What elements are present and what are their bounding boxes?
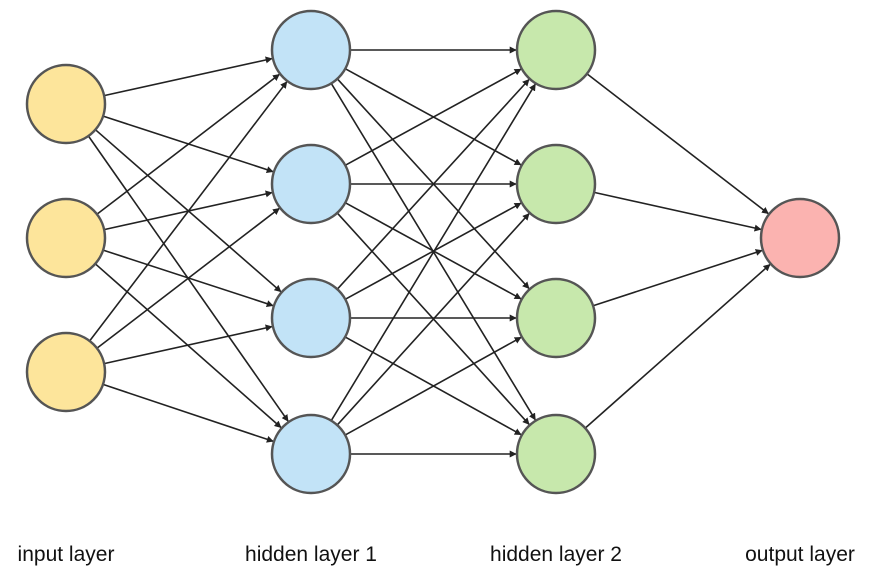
hidden-2-neuron [515, 143, 597, 225]
output-layer-label: output layer [745, 543, 855, 566]
connection-arrow [103, 324, 273, 365]
connection-arrow [336, 78, 530, 290]
connections [87, 46, 771, 458]
hidden-1-neuron [270, 413, 352, 495]
connection-arrow [103, 56, 273, 97]
hidden-2-neuron [515, 9, 597, 91]
hidden-2-neuron [515, 277, 597, 359]
hidden-2-neuron [515, 413, 597, 495]
hidden-1-neuron [270, 9, 352, 91]
connection-arrow [344, 336, 522, 436]
input-neuron [25, 63, 107, 145]
hidden-layer-1-label: hidden layer 1 [245, 543, 377, 566]
connection-arrow [592, 249, 763, 307]
input-layer-label: input layer [18, 543, 115, 566]
output-neuron [759, 197, 841, 279]
connection-arrow [96, 73, 280, 215]
connection-arrow [336, 213, 530, 426]
layer-labels: input layer hidden layer 1 hidden layer … [18, 543, 855, 566]
connection-arrow [96, 207, 280, 349]
connection-arrow [584, 263, 771, 429]
connection-arrow [88, 81, 288, 342]
neurons [25, 9, 841, 495]
input-neuron [25, 331, 107, 413]
connection-arrow [330, 83, 536, 422]
hidden-1-neuron [270, 277, 352, 359]
input-neuron [25, 197, 107, 279]
hidden-layer-2-label: hidden layer 2 [490, 543, 622, 566]
connection-arrow [586, 73, 769, 215]
hidden-1-neuron [270, 143, 352, 225]
connection-arrow [593, 191, 762, 232]
connection-arrow [102, 383, 274, 443]
connection-arrow [344, 68, 522, 167]
